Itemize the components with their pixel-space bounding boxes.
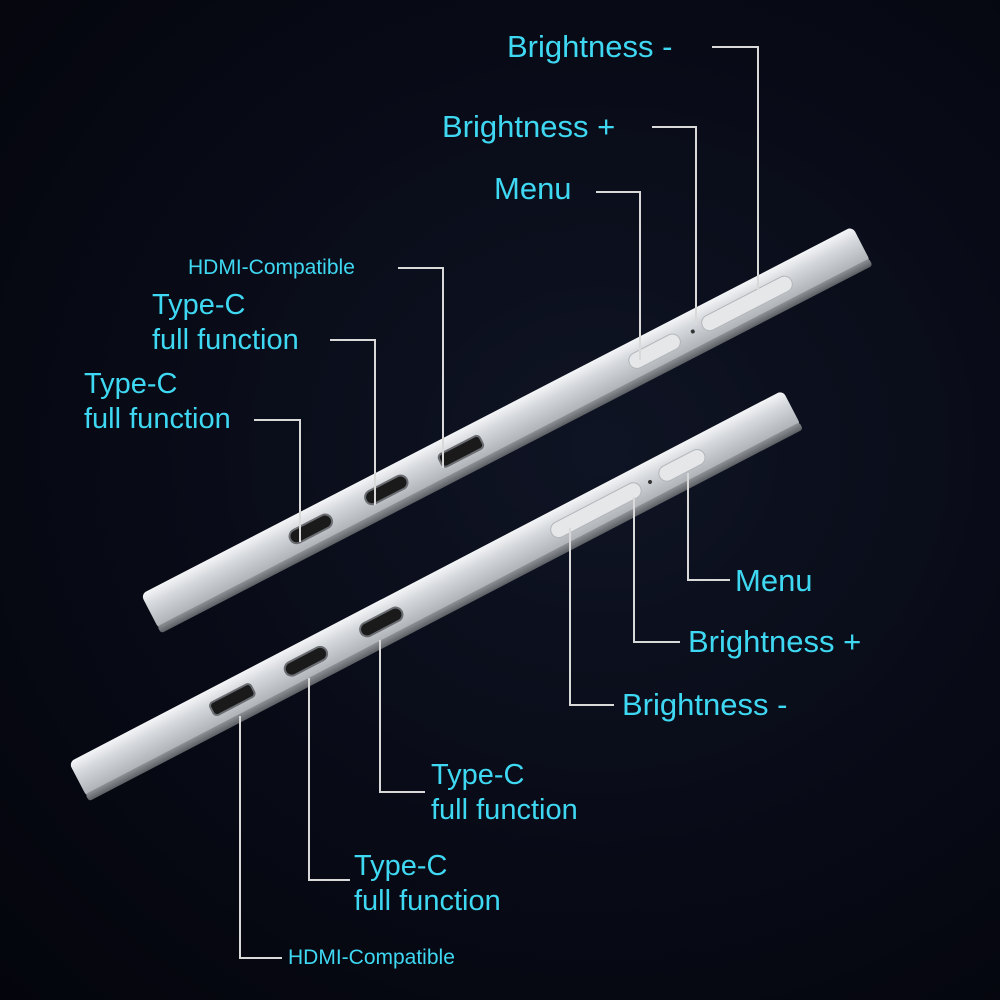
top-menu-button [628, 333, 681, 369]
label-top-typec-2-line1: Type-C [152, 289, 246, 321]
top-indicator-dot [690, 329, 695, 334]
leader-top-hdmi [398, 267, 444, 468]
bottom-device-edge [86, 423, 802, 801]
label-bottom-menu: Menu [735, 563, 813, 598]
top-hdmi-port [437, 434, 485, 468]
leader-top-brightness-minus [712, 46, 759, 290]
label-bottom-typec-2-line1: Type-C [431, 759, 525, 791]
bottom-hdmi-port [209, 683, 256, 717]
bottom-typec-port-2 [359, 606, 404, 638]
label-bottom-typec-1-line1: Type-C [354, 850, 448, 882]
bottom-menu-button [658, 448, 706, 482]
label-top-brightness-plus: Brightness + [442, 109, 616, 144]
leader-top-brightness-plus [652, 126, 697, 325]
leader-top-menu [596, 191, 641, 360]
label-bottom-typec-1: Type-C full function [354, 849, 501, 919]
leader-top-typec-2 [330, 339, 376, 505]
leader-bottom-menu [687, 473, 730, 581]
label-bottom-brightness-plus: Brightness + [688, 624, 862, 659]
leader-bottom-typec-2 [379, 640, 425, 793]
label-top-menu: Menu [494, 171, 572, 206]
label-top-typec-2-line2: full function [152, 323, 299, 356]
label-bottom-typec-1-line2: full function [354, 884, 501, 917]
label-bottom-typec-2-line2: full function [431, 793, 578, 826]
top-device-edge [158, 259, 872, 633]
bottom-indicator-dot [648, 479, 653, 484]
leader-bottom-brightness-plus [633, 497, 680, 643]
top-brightness-rocker [701, 275, 793, 332]
leader-lines [239, 46, 759, 959]
leader-top-typec-1 [254, 419, 301, 542]
label-top-typec-1: Type-C full function [84, 367, 231, 437]
label-top-typec-2: Type-C full function [152, 288, 299, 358]
label-bottom-brightness-minus: Brightness - [622, 687, 788, 722]
label-top-hdmi: HDMI-Compatible [188, 256, 355, 279]
leader-bottom-typec-1 [308, 678, 350, 881]
bottom-typec-port-1 [283, 645, 329, 677]
leader-bottom-hdmi [239, 716, 282, 959]
leader-bottom-brightness-minus [569, 528, 614, 706]
label-bottom-typec-2: Type-C full function [431, 758, 578, 828]
bottom-brightness-rocker [550, 482, 642, 539]
bottom-device [70, 392, 802, 801]
label-top-typec-1-line1: Type-C [84, 368, 178, 400]
label-bottom-hdmi: HDMI-Compatible [288, 946, 455, 969]
label-top-brightness-minus: Brightness - [507, 29, 673, 64]
label-top-typec-1-line2: full function [84, 402, 231, 435]
